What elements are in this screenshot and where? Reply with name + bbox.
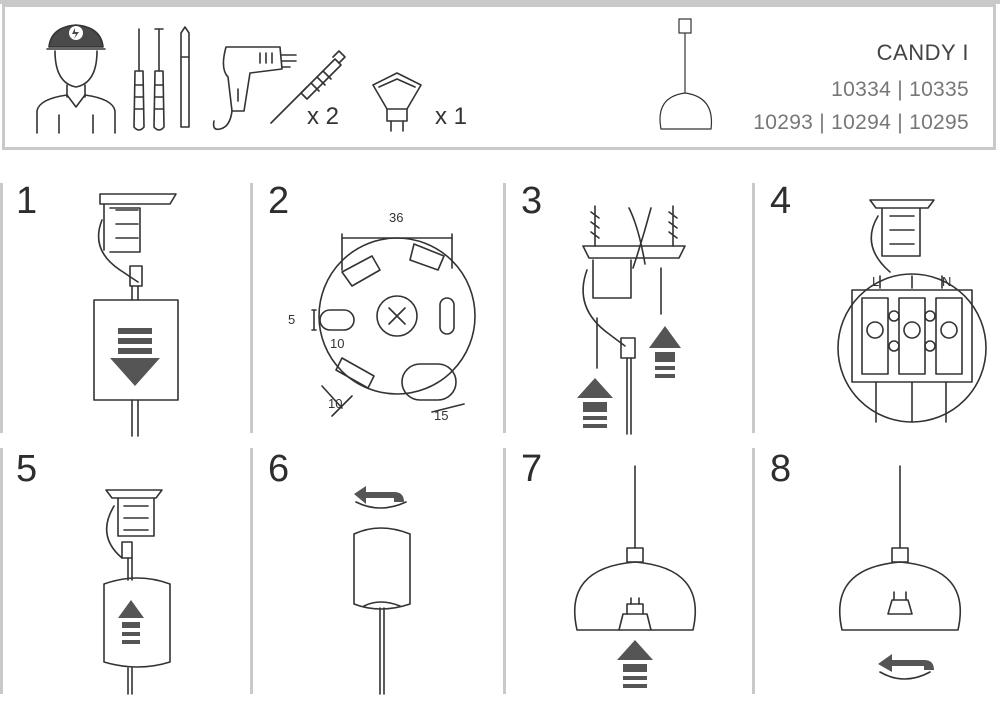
product-codes-line1: 10334 | 10335: [831, 78, 969, 101]
step-4: 4 L N: [754, 178, 1000, 438]
step-1: 1: [0, 178, 248, 438]
step-6: 6: [252, 446, 500, 706]
step-2: 2 36 5 10 15 10: [252, 178, 500, 438]
product-name: CANDY I: [876, 40, 969, 65]
wall-plug-screw-icon: [270, 50, 346, 124]
socket-holder-diagram: [353, 486, 411, 695]
electrician-icon: [36, 24, 116, 134]
pendant-lamp-icon: [659, 18, 713, 130]
dim-oval-height: 10: [328, 396, 342, 411]
bulb-quantity: x 1: [435, 103, 468, 130]
divider: [752, 448, 755, 694]
divider: [250, 183, 253, 433]
dim-oval-width: 15: [434, 408, 448, 423]
gu10-bulb-icon: [372, 72, 422, 132]
step-number: 1: [16, 180, 38, 222]
step-number: 8: [770, 448, 792, 490]
ceiling-bracket-icon: [93, 193, 179, 437]
terminal-label-neutral: N: [942, 274, 951, 289]
step-number: 2: [268, 180, 290, 222]
screwdrivers-icon: [133, 26, 190, 131]
final-assembly-diagram: [838, 465, 962, 680]
step-number: 3: [521, 180, 543, 222]
drill-icon: [212, 46, 297, 131]
divider: [0, 183, 3, 433]
wiring-diagram: L N: [837, 199, 987, 423]
step-3: 3: [505, 178, 753, 438]
dim-width: 36: [389, 210, 403, 225]
mounting-plate-diagram: 36 5 10 15 10: [288, 210, 476, 423]
top-border: [0, 0, 1000, 4]
divider: [0, 448, 3, 694]
canopy-cover-diagram: [103, 489, 171, 695]
divider: [503, 448, 506, 694]
product-codes-line2: 10293 | 10294 | 10295: [753, 111, 969, 134]
header-panel: x 2 x 1 CANDY I 10334 | 10335 10293 | 10…: [2, 4, 996, 150]
divider: [752, 183, 755, 433]
divider: [250, 448, 253, 694]
dim-slot-height: 5: [288, 312, 295, 327]
step-number: 4: [770, 180, 792, 222]
step-7: 7: [505, 446, 753, 706]
plug-quantity: x 2: [307, 103, 340, 130]
step-number: 7: [521, 448, 543, 490]
shade-bulb-insert-diagram: [573, 465, 697, 688]
step-number: 5: [16, 448, 38, 490]
terminal-label-live: L: [872, 274, 879, 289]
step-number: 6: [268, 448, 290, 490]
step-8: 8: [754, 446, 1000, 706]
divider: [503, 183, 506, 433]
fix-bracket-diagram: [577, 205, 686, 435]
step-5: 5: [0, 446, 248, 706]
dim-slot-width: 10: [330, 336, 344, 351]
